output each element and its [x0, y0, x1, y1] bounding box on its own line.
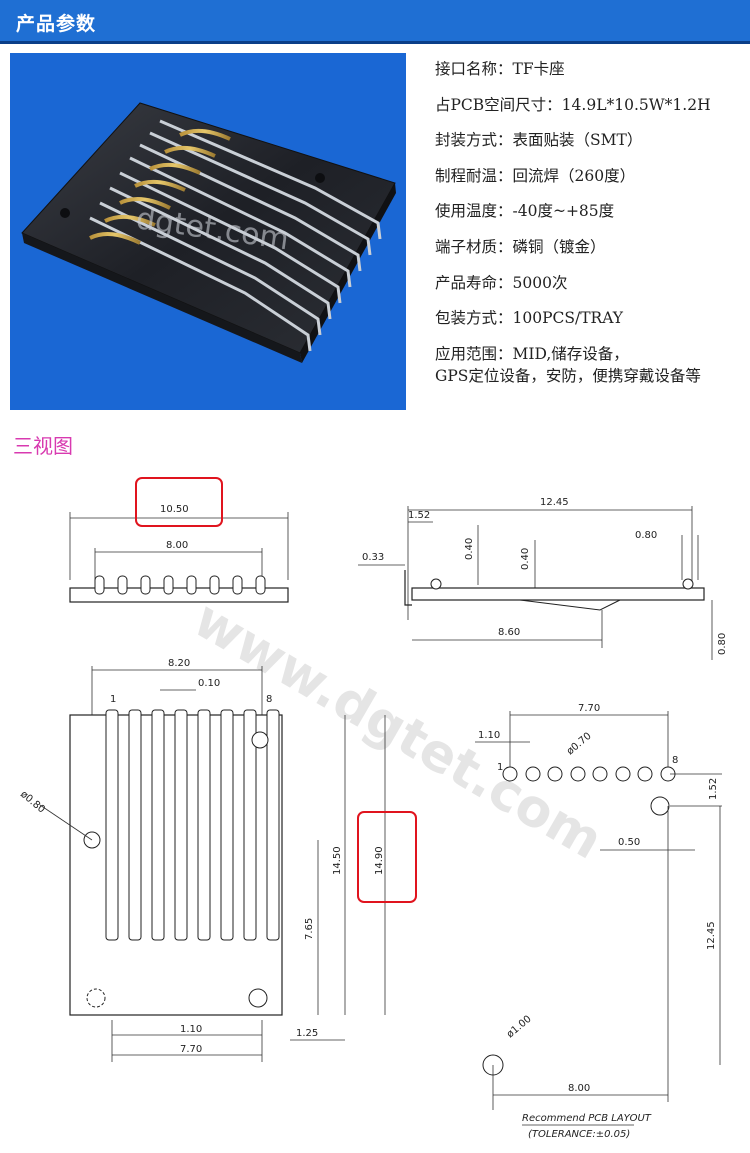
connector-illustration: dgtet.com: [21, 102, 396, 363]
layout-caption: Recommend PCB LAYOUT: [522, 1113, 652, 1124]
spec-operating-temp: 使用温度：-40度~+85度: [435, 202, 615, 221]
section-title: 产品参数: [16, 13, 97, 35]
dim-top-b2: 1.25: [296, 1028, 318, 1039]
dim-top-l3: 7.65: [304, 918, 315, 940]
dim-layout-w: 7.70: [578, 703, 600, 714]
dim-front-width: 10.50: [160, 504, 189, 515]
spec-application-1: 应用范围：MID,储存设备，: [435, 344, 629, 363]
dim-pitch-span: 8.00: [166, 540, 188, 551]
spec-packing: 包装方式：100PCS/TRAY: [435, 309, 624, 328]
dim-side-c: 0.40: [520, 548, 531, 570]
dim-layout-bw: 8.00: [568, 1083, 590, 1094]
spec-package: 封装方式：表面贴装（SMT）: [435, 131, 643, 150]
dim-side-g: 0.80: [717, 633, 728, 655]
highlight-width: [135, 477, 223, 527]
dim-layout-big-hole: ø1.00: [505, 1014, 534, 1041]
spec-terminal-material: 端子材质：磷铜（镀金）: [435, 237, 606, 256]
spec-list: 接口名称：TF卡座 占PCB空间尺寸：14.9L*10.5W*1.2H 封装方式…: [435, 58, 745, 387]
dim-top-w2: 0.10: [198, 678, 220, 689]
dim-top-w1: 8.20: [168, 658, 190, 669]
top-view: 8.20 0.10 1 8 ø0.80 14.50 14.90 7.65 1.1…: [18, 658, 417, 1062]
dim-side-length: 12.45: [540, 497, 569, 508]
section-header: 产品参数: [0, 0, 750, 44]
dim-top-hole: ø0.80: [18, 789, 47, 816]
dim-layout-h1: 1.52: [708, 778, 719, 800]
dim-layout-h3: 12.45: [706, 921, 717, 950]
layout-tolerance: (TOLERANCE:±0.05): [528, 1129, 630, 1140]
highlight-length: [357, 811, 417, 903]
dim-top-l2: 14.90: [374, 846, 385, 875]
spec-pcb-size: 占PCB空间尺寸：14.9L*10.5W*1.2H: [435, 95, 711, 114]
spec-application-2: GPS定位设备，安防，便携穿戴设备等: [435, 366, 701, 385]
technical-drawing: www.dgtet.com 10.50 8.00 12.45 1.52 0: [18, 477, 728, 1140]
pin-label-1: 1: [110, 694, 116, 705]
dim-side-b: 0.40: [464, 538, 475, 560]
dim-side-f: 8.60: [498, 627, 520, 638]
dim-side-d: 0.80: [635, 530, 657, 541]
dim-side-e: 0.33: [362, 552, 384, 563]
views-title: 三视图: [13, 434, 73, 458]
layout-pin-8: 8: [672, 755, 678, 766]
layout-pin-1: 1: [497, 762, 503, 773]
dim-layout-h2: 0.50: [618, 837, 640, 848]
spec-process-temp: 制程耐温：回流焊（260度）: [435, 166, 636, 185]
dim-layout-hole: ø0.70: [565, 731, 594, 758]
dim-side-a: 1.52: [408, 510, 430, 521]
spec-interface: 接口名称：TF卡座: [435, 60, 565, 78]
front-view: 10.50 8.00: [69, 477, 289, 603]
dim-top-b3: 7.70: [180, 1044, 202, 1055]
product-photo: dgtet.com: [10, 53, 406, 410]
dim-layout-pitch: 1.10: [478, 730, 500, 741]
dim-top-b1: 1.10: [180, 1024, 202, 1035]
spec-lifetime: 产品寿命：5000次: [435, 273, 568, 292]
pcb-layout: 7.70 1.10 ø0.70 1 8 1.52 0.50 12.45 ø1.0…: [475, 703, 722, 1140]
pin-label-8: 8: [266, 694, 272, 705]
dim-top-l1: 14.50: [332, 846, 343, 875]
side-view: 12.45 1.52 0.40 0.40 0.80 0.33 8.60 0.80: [358, 497, 728, 660]
